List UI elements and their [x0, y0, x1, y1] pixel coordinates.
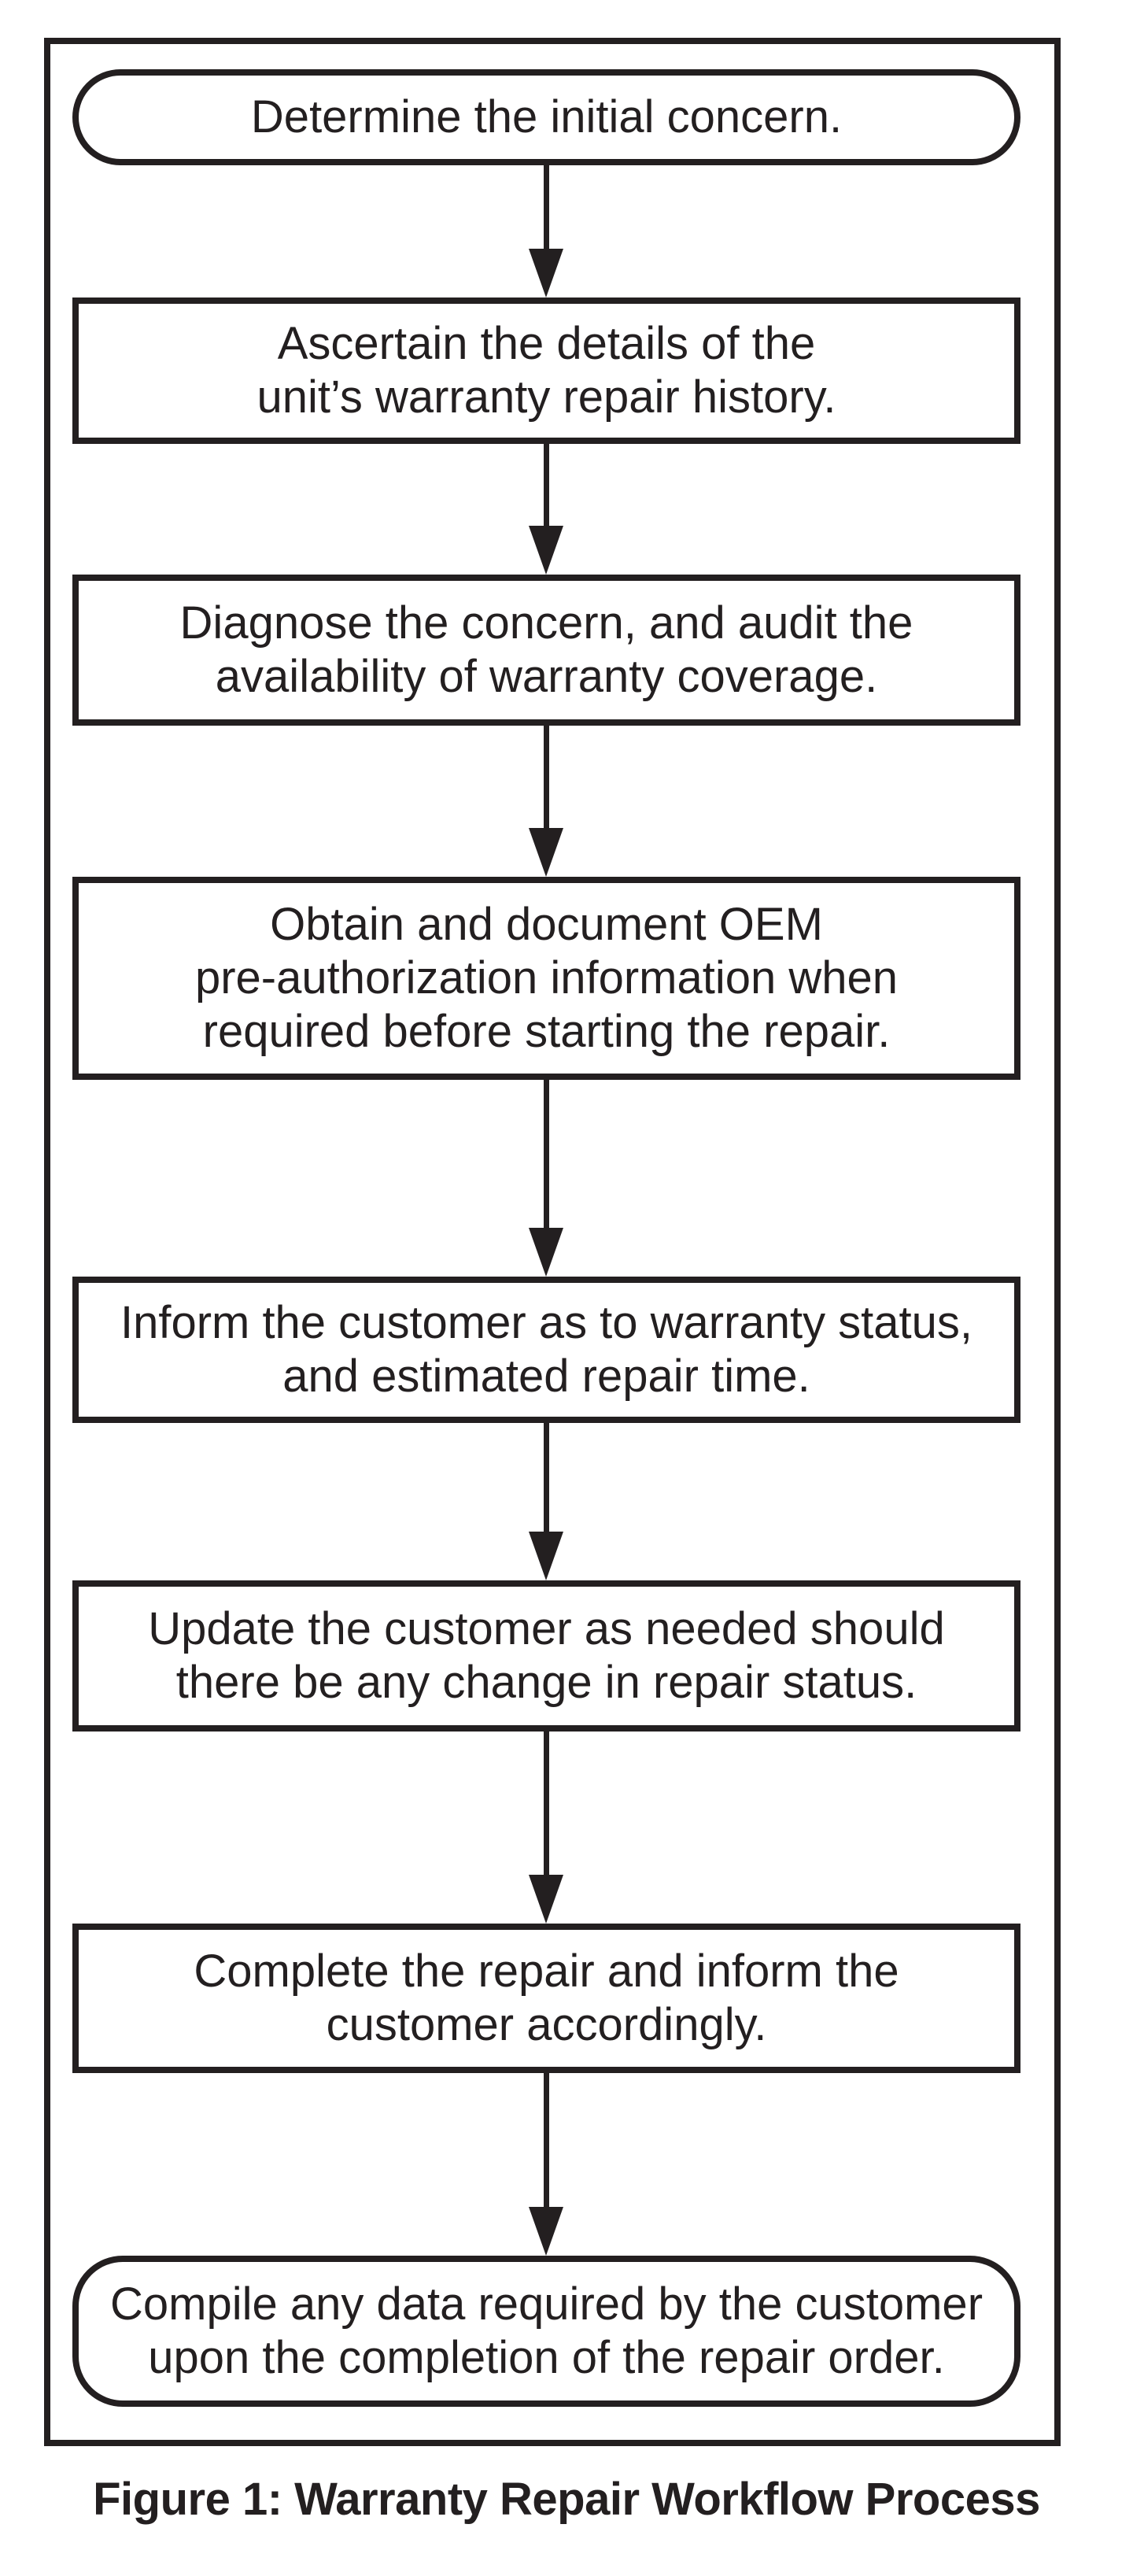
flow-step-8: Compile any data required by the custome…: [72, 2256, 1020, 2407]
flow-step-7-text-line: Complete the repair and inform the: [194, 1946, 899, 1997]
flow-arrow-down-icon: [529, 165, 563, 298]
flow-step-1: Determine the initial concern.: [72, 69, 1020, 165]
arrow-line: [543, 726, 549, 833]
flow-step-1-text-line: Determine the initial concern.: [250, 91, 843, 142]
arrow-line: [543, 1423, 549, 1536]
arrow-line: [543, 444, 549, 530]
flow-step-4-text-line: required before starting the repair.: [202, 1006, 891, 1057]
arrowhead-icon: [529, 526, 563, 575]
flow-step-2-text-line: unit’s warranty repair history.: [256, 371, 836, 423]
flow-arrow-down-icon: [529, 1080, 563, 1277]
arrowhead-icon: [529, 1532, 563, 1580]
flow-arrow-down-icon: [529, 1423, 563, 1580]
flow-step-4-text-line: Obtain and document OEM: [270, 899, 823, 950]
flow-step-6-text-line: there be any change in repair status.: [175, 1657, 917, 1708]
figure-caption: Figure 1: Warranty Repair Workflow Proce…: [93, 2474, 1040, 2525]
flow-step-5-text-line: Inform the customer as to warranty statu…: [120, 1297, 973, 1348]
arrowhead-icon: [529, 1228, 563, 1277]
arrow-line: [543, 1732, 549, 1879]
arrowhead-icon: [529, 2207, 563, 2256]
flow-step-5: Inform the customer as to warranty statu…: [72, 1277, 1020, 1423]
flow-arrow-down-icon: [529, 2073, 563, 2256]
arrow-line: [543, 1080, 549, 1233]
flow-arrow-down-icon: [529, 726, 563, 877]
flow-step-5-text-line: and estimated repair time.: [282, 1351, 810, 1402]
flow-arrow-down-icon: [529, 444, 563, 575]
flow-step-2-text-line: Ascertain the details of the: [277, 318, 816, 369]
flow-step-3-text-line: Diagnose the concern, and audit the: [179, 597, 913, 649]
flow-step-3-text-line: availability of warranty coverage.: [215, 651, 878, 702]
arrowhead-icon: [529, 1875, 563, 1924]
arrow-line: [543, 165, 549, 253]
flow-step-4-text-line: pre-authorization information when: [194, 952, 899, 1003]
flow-step-7-text-line: customer accordingly.: [326, 1999, 767, 2050]
flow-step-8-text-line: Compile any data required by the custome…: [109, 2278, 984, 2330]
flow-step-6-text-line: Update the customer as needed should: [148, 1603, 945, 1654]
flow-step-8-text-line: upon the completion of the repair order.: [148, 2332, 945, 2383]
arrowhead-icon: [529, 828, 563, 877]
flow-arrow-down-icon: [529, 1732, 563, 1924]
arrow-line: [543, 2073, 549, 2212]
arrowhead-icon: [529, 249, 563, 298]
